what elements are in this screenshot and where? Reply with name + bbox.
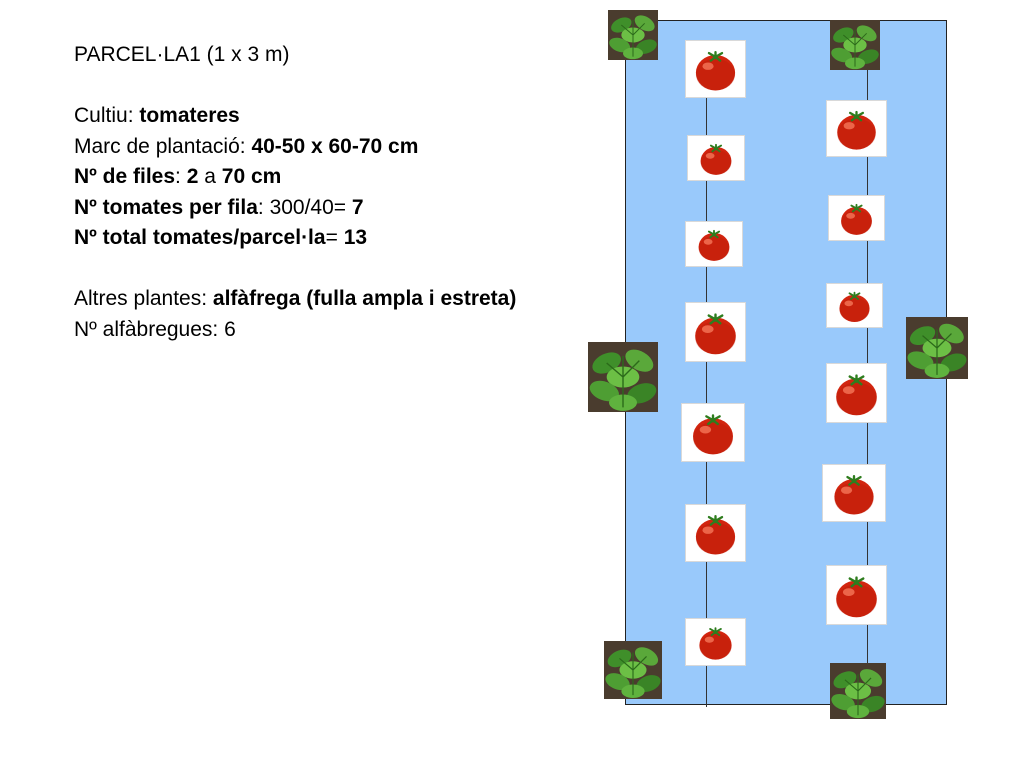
total-label: Nº total tomates/parcel·la bbox=[74, 226, 326, 249]
spacing-line: Marc de plantació: 40-50 x 60-70 cm bbox=[74, 132, 544, 163]
tomato-icon bbox=[822, 464, 886, 522]
total-sep: = bbox=[325, 226, 344, 249]
spacing-label: Marc de plantació: bbox=[74, 134, 252, 158]
other-plants-value: alfàfrega (fulla ampla i estreta) bbox=[212, 287, 517, 310]
spacing-value: 40-50 x 60-70 cm bbox=[251, 134, 419, 158]
tomato-icon bbox=[826, 565, 887, 625]
per-row-calc: 300/40= bbox=[269, 195, 352, 219]
tomato-icon bbox=[826, 100, 887, 157]
basil-count-label: Nº alfàbregues: bbox=[74, 317, 225, 341]
basil-icon bbox=[585, 342, 661, 412]
basil-icon bbox=[906, 313, 968, 383]
basil-count-value: 6 bbox=[224, 317, 236, 341]
planting-row-line-left bbox=[706, 41, 707, 707]
spacer bbox=[74, 71, 544, 102]
per-row-sep: : bbox=[257, 195, 270, 219]
rows-label: Nº de files bbox=[74, 165, 176, 188]
rows-distance: 70 cm bbox=[221, 165, 282, 188]
spacer bbox=[74, 254, 544, 285]
other-plants-label: Altres plantes: bbox=[74, 287, 213, 310]
tomato-icon bbox=[685, 302, 746, 362]
crop-value: tomateres bbox=[139, 104, 240, 127]
per-row-line: Nº tomates per fila: 300/40= 7 bbox=[74, 193, 544, 224]
parcel-info: PARCEL·LA1 (1 x 3 m) Cultiu: tomateres M… bbox=[74, 40, 544, 345]
tomato-icon bbox=[826, 363, 887, 423]
per-row-label: Nº tomates per fila bbox=[74, 195, 258, 219]
parcel-plot bbox=[625, 20, 947, 707]
crop-label: Cultiu: bbox=[74, 104, 140, 127]
tomato-icon bbox=[687, 135, 745, 181]
basil-icon bbox=[604, 10, 662, 60]
basil-icon bbox=[827, 20, 883, 70]
basil-icon bbox=[604, 635, 662, 705]
basil-count-line: Nº alfàbregues: 6 bbox=[74, 315, 544, 346]
tomato-icon bbox=[828, 195, 885, 241]
tomato-icon bbox=[685, 40, 746, 98]
total-line: Nº total tomates/parcel·la= 13 bbox=[74, 223, 544, 254]
other-plants-line: Altres plantes: alfàfrega (fulla ampla i… bbox=[74, 284, 544, 315]
tomato-icon bbox=[826, 283, 883, 328]
tomato-icon bbox=[681, 403, 745, 462]
rows-sep: : bbox=[175, 165, 187, 188]
basil-icon bbox=[830, 656, 886, 726]
per-row-value: 7 bbox=[351, 195, 364, 219]
tomato-icon bbox=[685, 504, 746, 562]
crop-line: Cultiu: tomateres bbox=[74, 101, 544, 132]
rows-count: 2 bbox=[186, 165, 199, 188]
tomato-icon bbox=[685, 618, 746, 666]
tomato-icon bbox=[685, 221, 743, 267]
total-value: 13 bbox=[343, 226, 368, 249]
rows-line: Nº de files: 2 a 70 cm bbox=[74, 162, 544, 193]
rows-mid: a bbox=[198, 165, 222, 188]
parcel-title: PARCEL·LA1 (1 x 3 m) bbox=[74, 43, 290, 66]
